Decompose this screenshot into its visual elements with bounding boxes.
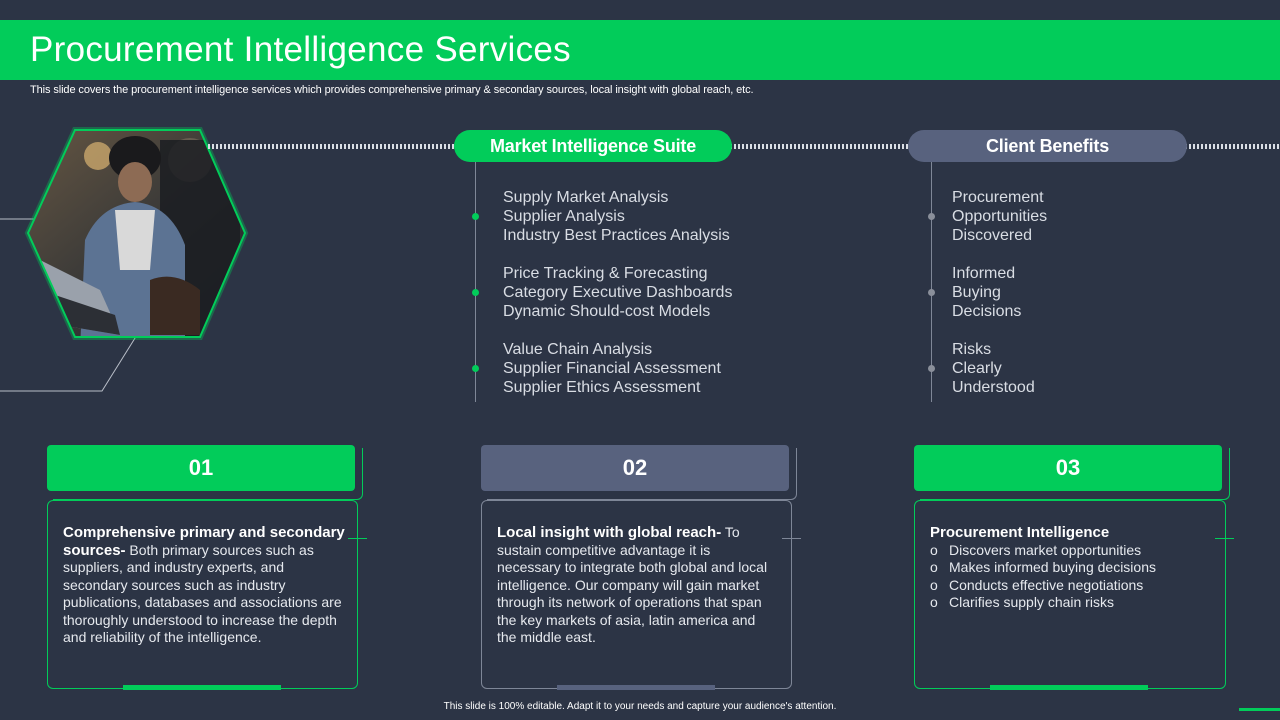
card-bottom-bar <box>123 685 281 690</box>
card-heading: Comprehensive primary and secondary sour… <box>63 524 345 559</box>
bullet-marker: o <box>930 541 938 558</box>
benefit-item: Clearly <box>952 360 1002 377</box>
market-intelligence-pill: Market Intelligence Suite <box>454 130 732 162</box>
market-group: Price Tracking & Forecasting Category Ex… <box>503 264 732 321</box>
card-body: Both primary sources such as suppliers, … <box>63 541 342 646</box>
card-tick <box>782 538 801 539</box>
photo-hexagon <box>0 127 249 392</box>
timeline-dot <box>472 289 479 296</box>
card-bottom-bar <box>557 685 715 690</box>
card-tick <box>1215 538 1234 539</box>
benefit-group: Risks Clearly Understood <box>952 340 1035 397</box>
dotted-connector <box>1185 144 1280 149</box>
card-bottom-bar <box>990 685 1148 690</box>
market-group: Supply Market Analysis Supplier Analysis… <box>503 188 730 245</box>
timeline-dot <box>928 365 935 372</box>
timeline-dot <box>928 289 935 296</box>
card-outline <box>53 448 363 500</box>
market-item: Supply Market Analysis <box>503 189 669 206</box>
market-item: Value Chain Analysis <box>503 341 653 358</box>
market-item: Category Executive Dashboards <box>503 284 733 301</box>
market-timeline-line <box>475 162 476 402</box>
benefit-group: Informed Buying Decisions <box>952 264 1021 321</box>
card-heading: Procurement Intelligence <box>930 524 1110 541</box>
dotted-connector <box>730 144 910 149</box>
card-heading: Local insight with global reach- <box>497 524 722 541</box>
card-number-01: 01 <box>47 445 355 491</box>
benefit-item: Informed <box>952 265 1016 282</box>
market-item: Supplier Analysis <box>503 208 625 225</box>
page-title: Procurement Intelligence Services <box>30 30 571 69</box>
title-bar <box>0 20 1280 80</box>
benefit-item: Decisions <box>952 303 1022 320</box>
dotted-connector <box>208 144 458 149</box>
benefit-item: Procurement <box>952 189 1044 206</box>
market-item: Price Tracking & Forecasting <box>503 265 708 282</box>
benefit-group: Procurement Opportunities Discovered <box>952 188 1047 245</box>
bullet-marker: o <box>930 594 938 610</box>
footer-note: This slide is 100% editable. Adapt it to… <box>443 701 837 712</box>
timeline-dot <box>928 213 935 220</box>
benefit-item: Discovered <box>952 227 1033 244</box>
card-body: To sustain competitive advantage it is n… <box>497 524 768 645</box>
card-tick <box>348 538 367 539</box>
benefit-item: Opportunities <box>952 208 1048 225</box>
market-item: Supplier Financial Assessment <box>503 360 721 377</box>
market-group: Value Chain Analysis Supplier Financial … <box>503 340 721 397</box>
client-benefits-pill: Client Benefits <box>908 130 1187 162</box>
bullet-marker: o <box>930 559 938 575</box>
benefits-timeline-line <box>931 162 932 402</box>
timeline-dot <box>472 213 479 220</box>
benefit-item: Buying <box>952 284 1001 301</box>
card-number-02: 02 <box>481 445 789 491</box>
market-item: Dynamic Should-cost Models <box>503 303 711 320</box>
card-number-03: 03 <box>914 445 1222 491</box>
card-text: Local insight with global reach- To sust… <box>497 524 772 647</box>
card-outline <box>920 448 1230 500</box>
bullet-marker: o <box>930 576 938 593</box>
card-text: Comprehensive primary and secondary sour… <box>63 524 348 647</box>
market-item: Industry Best Practices Analysis <box>503 227 730 244</box>
footer-accent-bar <box>1239 708 1280 711</box>
timeline-dot <box>472 365 479 372</box>
market-item: Supplier Ethics Assessment <box>503 379 701 396</box>
page-subtitle: This slide covers the procurement intell… <box>30 84 754 96</box>
benefit-item: Risks <box>952 341 992 358</box>
benefit-item: Understood <box>952 379 1035 396</box>
card-outline <box>487 448 797 500</box>
